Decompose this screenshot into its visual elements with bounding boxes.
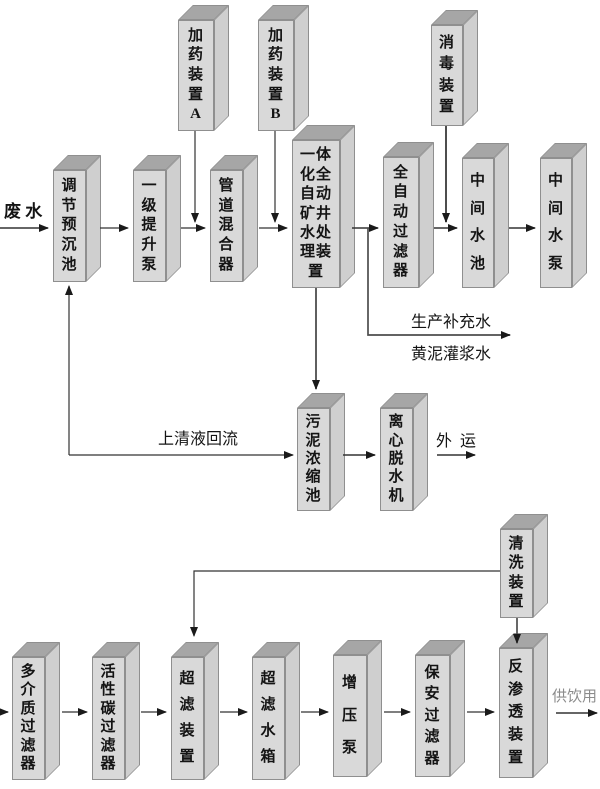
node-multimedia-filter: 多介质过滤器 [12, 642, 60, 780]
node-ultrafiltration-unit: 超滤装置 [171, 642, 219, 780]
node-intermediate-water-pump: 中间水泵 [540, 143, 587, 288]
node-front-face: 消毒装置 [431, 25, 463, 126]
node-label: 清洗装置 [508, 536, 525, 610]
node-label: 管道混合器 [218, 177, 235, 274]
node-front-face: 一级提升泵 [133, 170, 166, 282]
node-front-face: 管道混合器 [210, 170, 243, 282]
node-regulating-presedimentation-tank: 调节预沉池 [53, 155, 101, 282]
node-first-stage-lift-pump: 一级提升泵 [133, 155, 181, 282]
supernatant-return-label: 上清液回流 [158, 431, 239, 448]
node-front-face: 清洗装置 [500, 529, 533, 618]
node-front-face: 保安过滤器 [415, 655, 450, 777]
node-front-face: 增压泵 [333, 655, 367, 777]
node-label: 增压泵 [341, 675, 358, 756]
node-front-face: 离心脱水机 [380, 408, 413, 511]
node-label: 超滤装置 [179, 671, 196, 765]
node-front-face: 调节预沉池 [53, 170, 86, 282]
node-centrifugal-dewatering-machine: 离心脱水机 [380, 393, 428, 511]
node-cleaning-device: 清洗装置 [500, 514, 548, 618]
node-front-face: 反渗透装置 [499, 648, 533, 778]
production-makeup-water-label: 生产补充水 [411, 314, 492, 331]
drinking-supply-label: 供饮用 [552, 689, 598, 705]
node-label: 反渗透装置 [507, 658, 524, 767]
node-label: 消毒装置 [438, 34, 455, 116]
haul-away-label: 外 运 [436, 433, 477, 450]
wastewater-label: 废 水 [4, 202, 43, 221]
node-security-filter: 保安过滤器 [415, 640, 465, 777]
node-label: 污泥浓缩池 [305, 414, 322, 504]
node-label: 一体化全自动矿井水处理装置 [299, 147, 332, 280]
node-sludge-thickening-tank: 污泥浓缩池 [297, 393, 345, 511]
node-front-face: 一体化全自动矿井水处理装置 [292, 140, 340, 288]
node-label: 调节预沉池 [61, 177, 78, 274]
node-front-face: 超滤装置 [171, 657, 204, 780]
yellow-mud-grouting-water-label: 黄泥灌浆水 [411, 346, 492, 363]
node-front-face: 污泥浓缩池 [297, 408, 330, 511]
node-reverse-osmosis-unit: 反渗透装置 [499, 633, 548, 778]
node-front-face: 多介质过滤器 [12, 657, 45, 780]
node-activated-carbon-filter: 活性碳过滤器 [92, 642, 140, 780]
node-front-face: 超滤水箱 [252, 657, 285, 780]
node-integrated-auto-mine-water-treatment-unit: 一体化全自动矿井水处理装置 [292, 125, 355, 288]
node-label: 离心脱水机 [388, 414, 405, 504]
node-front-face: 中间水泵 [540, 158, 572, 288]
node-label: 超滤水箱 [260, 671, 277, 765]
node-disinfection-device: 消毒装置 [431, 10, 478, 126]
node-ultrafiltration-water-tank: 超滤水箱 [252, 642, 300, 780]
node-front-face: 活性碳过滤器 [92, 657, 125, 780]
node-label: 一级提升泵 [141, 177, 158, 274]
node-label: 多介质过滤器 [20, 663, 37, 773]
node-label: 中间水泵 [547, 173, 564, 272]
node-booster-pump: 增压泵 [333, 640, 382, 777]
node-label: 活性碳过滤器 [100, 663, 117, 773]
node-pipeline-mixer: 管道混合器 [210, 155, 258, 282]
node-label: 保安过滤器 [424, 664, 441, 767]
